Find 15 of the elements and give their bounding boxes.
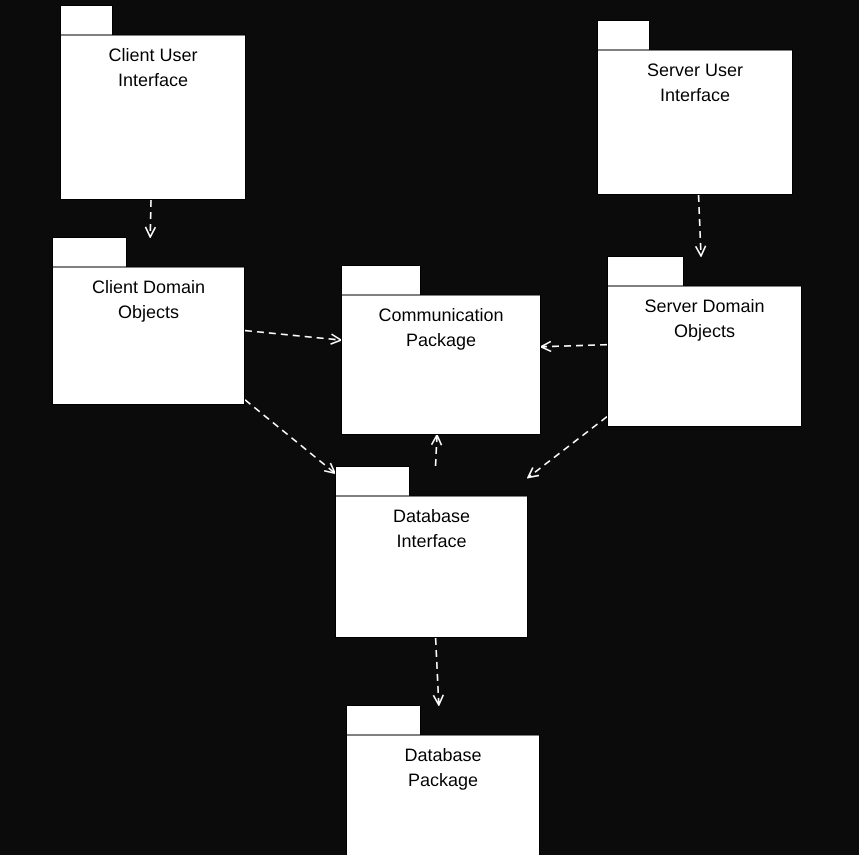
- package-name: Server User Interface: [646, 59, 744, 107]
- dependency-arrow: [694, 194, 706, 257]
- package-name: Database Interface: [392, 505, 472, 553]
- package-name: Client User Interface: [107, 44, 199, 92]
- dependency-arrow: [144, 200, 156, 238]
- dependency-arrow: [432, 638, 444, 706]
- dependency-arrow: [430, 434, 442, 466]
- dependency-arrow: [244, 330, 342, 345]
- dependency-arrow: [540, 340, 608, 352]
- dependency-arrow: [244, 399, 336, 474]
- package-name: Communication Package: [377, 304, 505, 352]
- package-name: Database Package: [403, 744, 483, 792]
- package-name: Client Domain Objects: [90, 276, 206, 324]
- package-name: Server Domain Objects: [643, 295, 766, 343]
- dependency-arrow: [527, 416, 608, 478]
